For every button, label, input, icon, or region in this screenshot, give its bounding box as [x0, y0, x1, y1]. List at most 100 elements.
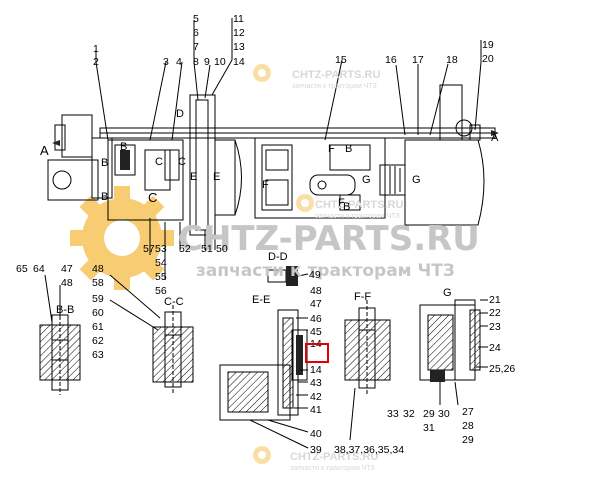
callout-1: 1: [93, 43, 99, 55]
watermark-small-bottom-sub: запчасти к тракторам ЧТЗ: [290, 465, 375, 472]
callout-19: 19: [482, 39, 494, 51]
section-c-c: [109, 274, 194, 395]
watermark-gear-icon-small-bottom: [253, 446, 271, 464]
callout-46: 46: [310, 313, 322, 325]
callout-32: 32: [403, 408, 415, 420]
callout-18: 18: [446, 54, 458, 66]
section-a-left: A: [40, 143, 49, 158]
section-d-d: [267, 266, 309, 286]
marker-b-2: B: [101, 191, 108, 203]
callout-20: 20: [482, 53, 494, 65]
callout-62: 62: [92, 335, 104, 347]
callout-48: 48: [61, 277, 73, 289]
callout-55: 55: [155, 271, 167, 283]
callout-24: 24: [489, 342, 501, 354]
section-c-c-title: C-C: [164, 296, 184, 308]
marker-b-5: B: [343, 201, 350, 213]
callout-21: 21: [489, 294, 501, 306]
main-assembly: [47, 84, 499, 236]
callout-4: 4: [176, 56, 182, 68]
callout-30: 30: [438, 408, 450, 420]
callout-7: 7: [193, 41, 199, 53]
callout-42: 42: [310, 391, 322, 403]
watermark-gear-icon-large: [70, 186, 174, 290]
watermark-sub: запчасти к тракторам ЧТЗ: [196, 261, 455, 281]
marker-f-3: F: [338, 197, 345, 209]
callout-2: 2: [93, 56, 99, 68]
callout-61: 61: [92, 321, 104, 333]
marker-f-2: F: [262, 179, 269, 191]
callout-27: 27: [462, 406, 474, 418]
marker-c-3: C: [178, 156, 186, 168]
callout-45: 45: [310, 326, 322, 338]
section-e-e-title: E-E: [252, 294, 270, 306]
callout-41: 41: [310, 404, 322, 416]
callout-14c: 14: [310, 364, 322, 376]
callout-63: 63: [92, 349, 104, 361]
callout-60: 60: [92, 307, 104, 319]
callout-64: 64: [33, 263, 45, 275]
marker-f-1: F: [328, 143, 335, 155]
watermark-small-top: CHTZ-PARTS.RU: [292, 69, 380, 81]
callout-11: 11: [233, 13, 244, 25]
callout-56: 56: [155, 285, 167, 297]
section-f-f-title: F-F: [354, 291, 371, 303]
callout-15: 15: [335, 54, 347, 66]
callout-13: 13: [233, 41, 245, 53]
callout-17: 17: [412, 54, 424, 66]
highlight-box: [305, 343, 329, 363]
section-f-f: [344, 300, 391, 441]
callout-6: 6: [193, 27, 199, 39]
callout-8: 8: [193, 56, 199, 68]
callout-25-26: 25,26: [489, 363, 515, 375]
marker-c-1: C: [155, 156, 163, 168]
watermark-gear-icon-small-top: [253, 64, 271, 82]
callout-12: 12: [233, 27, 245, 39]
callout-38-34: 38,37,36,35,34: [334, 444, 404, 456]
callout-43: 43: [310, 377, 322, 389]
callout-9: 9: [204, 56, 210, 68]
callout-22: 22: [489, 307, 501, 319]
section-g-title: G: [443, 287, 452, 299]
callout-52: 52: [179, 243, 191, 255]
marker-e-2: E: [213, 171, 220, 183]
callout-51: 51: [201, 243, 213, 255]
marker-b-1: B: [101, 157, 108, 169]
callout-47: 47: [61, 263, 73, 275]
callout-59: 59: [92, 293, 104, 305]
callout-28: 28: [462, 420, 474, 432]
watermark-small-top-sub: запчасти к тракторам ЧТЗ: [292, 83, 377, 90]
callout-16: 16: [385, 54, 397, 66]
section-g: [419, 299, 488, 406]
section-b-b-title: B-B: [56, 304, 74, 316]
callout-23: 23: [489, 321, 501, 333]
callout-54: 54: [155, 257, 167, 269]
callout-29: 29: [423, 408, 435, 420]
marker-b-4: B: [345, 143, 352, 155]
watermark-main: CHTZ-PARTS.RU: [178, 219, 480, 259]
watermark-small-mid-sub: запчасти к тракторам ЧТЗ: [315, 213, 400, 220]
callout-40: 40: [310, 428, 322, 440]
watermark-small-mid: CHTZ-PARTS.RU: [315, 199, 403, 211]
marker-c-2: C: [148, 190, 157, 205]
section-d-d-title: D-D: [268, 251, 288, 263]
callout-50: 50: [216, 243, 228, 255]
section-e-e: [219, 309, 309, 449]
callout-48c: 48: [310, 285, 322, 297]
callout-3: 3: [163, 56, 169, 68]
callout-47b: 47: [310, 298, 322, 310]
marker-b-3: B: [120, 141, 127, 153]
callout-53: 53: [155, 243, 167, 255]
callout-29b: 29: [462, 434, 474, 446]
marker-d-1: D: [176, 108, 184, 120]
marker-e-1: E: [190, 171, 197, 183]
callout-49: 49: [309, 269, 321, 281]
callout-57: 57: [143, 243, 155, 255]
callout-65: 65: [16, 263, 28, 275]
callout-10: 10: [214, 56, 226, 68]
callout-5: 5: [193, 13, 199, 25]
section-b-b: [39, 274, 81, 395]
callout-31: 31: [423, 422, 435, 434]
